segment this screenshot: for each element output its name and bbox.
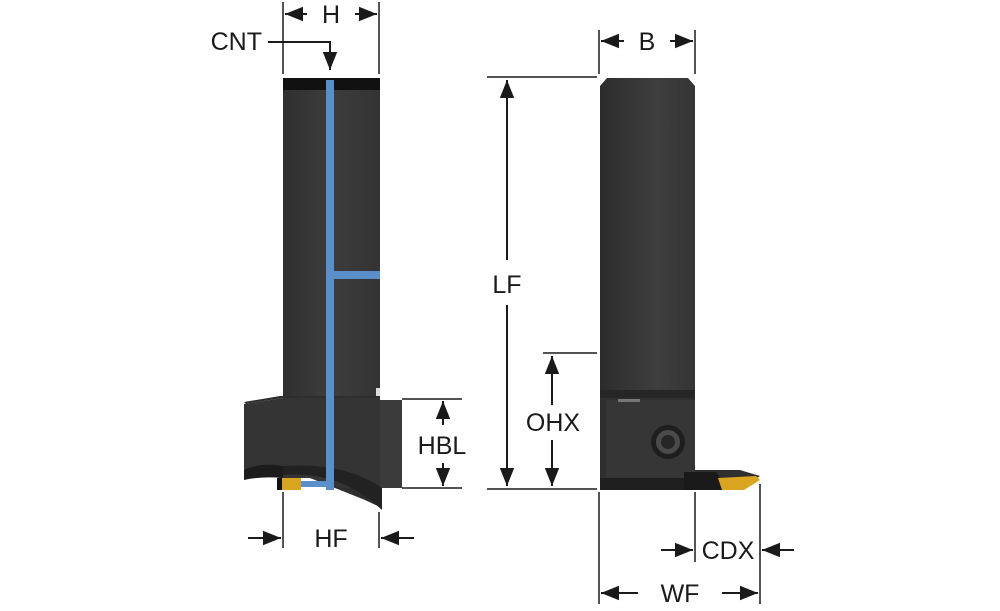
- insert-clamp: [684, 472, 722, 490]
- front-view: [244, 78, 402, 510]
- shank-notch: [376, 388, 380, 396]
- dim-B: B: [598, 28, 696, 74]
- dim-H: H: [282, 1, 380, 74]
- label-B: B: [639, 28, 656, 56]
- side-shank-slot: [618, 399, 640, 402]
- coolant-channel-bottom: [292, 481, 332, 487]
- label-HF: HF: [314, 525, 347, 553]
- dim-CDX: CDX: [661, 484, 794, 604]
- dim-OHX: OHX: [526, 352, 597, 486]
- coolant-channel-vertical: [326, 80, 334, 490]
- side-head-top: [600, 390, 695, 398]
- label-CDX: CDX: [702, 537, 755, 565]
- label-WF: WF: [661, 580, 700, 608]
- side-head-lower: [600, 478, 710, 490]
- dim-HF: HF: [248, 492, 414, 553]
- cutting-insert: [281, 478, 301, 490]
- label-OHX: OHX: [526, 409, 581, 437]
- label-HBL: HBL: [418, 432, 467, 460]
- dim-WF: WF: [598, 492, 758, 608]
- head-lower-curve: [244, 464, 283, 480]
- side-cutting-insert: [718, 476, 760, 490]
- side-view: [600, 78, 760, 490]
- insert-seat: [277, 478, 282, 490]
- dim-LF: LF: [487, 76, 597, 490]
- clamp-screw-icon: [651, 425, 685, 459]
- head-right-step: [380, 400, 402, 488]
- head-blade: [283, 465, 382, 510]
- side-shank: [600, 78, 695, 395]
- coolant-channel-horizontal: [330, 271, 380, 279]
- label-LF: LF: [492, 271, 521, 299]
- dim-HBL: HBL: [402, 398, 467, 489]
- dim-CNT: CNT: [211, 28, 338, 70]
- label-H: H: [322, 1, 340, 29]
- label-CNT: CNT: [211, 28, 262, 56]
